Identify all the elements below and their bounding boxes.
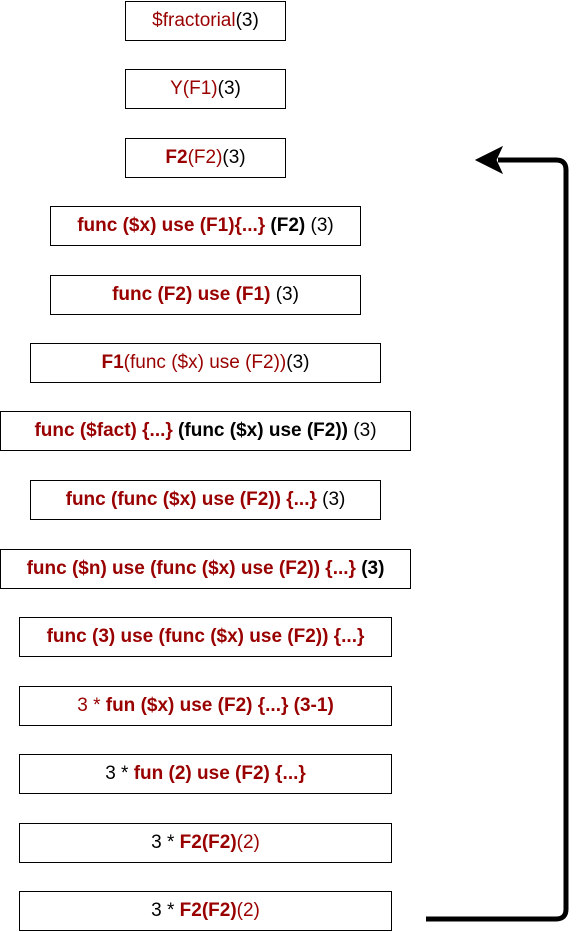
- step-text-segment: (2): [236, 832, 260, 853]
- step-text-segment: F2: [165, 147, 188, 168]
- step-text-segment: (3): [235, 10, 259, 31]
- step-text-segment: 3 *: [105, 763, 134, 784]
- step-box-func-3-use: func (3) use (func ($x) use (F2)) {...}: [19, 617, 392, 657]
- step-text-segment: (func ($x) use (F2)): [172, 420, 349, 441]
- step-box-fractorial-call: $fractorial(3): [125, 1, 286, 41]
- step-box-func-f2-use-f1: func (F2) use (F1) (3): [50, 275, 361, 315]
- step-box-func-func-x: func (func ($x) use (F2)) {...} (3): [30, 480, 381, 520]
- step-box-func-x-use-f1: func ($x) use (F1){...} (F2) (3): [50, 206, 361, 246]
- step-text-segment: func (func ($x) use (F2)) {...}: [65, 489, 317, 510]
- step-box-f1-call: F1(func ($x) use (F2))(3): [30, 343, 381, 383]
- step-text-segment: fun ($x) use (F2) {...} (3-1): [105, 695, 334, 716]
- step-text-segment: (3): [355, 558, 385, 579]
- step-text-segment: (3): [270, 284, 299, 305]
- step-box-3-times-fun-x: 3 * fun ($x) use (F2) {...} (3-1): [19, 686, 392, 726]
- step-box-func-fact: func ($fact) {...} (func ($x) use (F2)) …: [0, 411, 411, 451]
- step-text-segment: 3 *: [77, 695, 106, 716]
- step-text-segment: (func ($x) use (F2)): [123, 352, 287, 373]
- step-box-f2-self-apply: F2(F2)(3): [125, 138, 286, 178]
- step-text-segment: (F2): [265, 215, 311, 236]
- step-text-segment: (2): [236, 900, 260, 921]
- step-text-segment: func ($x) use (F1){...}: [77, 215, 266, 236]
- step-text-segment: (3): [310, 215, 334, 236]
- step-text-segment: func (F2) use (F1): [112, 284, 271, 305]
- loop-back-arrow-line: [426, 157, 569, 922]
- step-box-3-times-f2-a: 3 * F2(F2)(2): [19, 823, 392, 863]
- step-text-segment: (F2): [187, 147, 223, 168]
- step-text-segment: 3 *: [151, 900, 180, 921]
- step-text-segment: (3): [348, 420, 377, 441]
- step-text-segment: Y(F1): [170, 78, 218, 99]
- step-text-segment: (3): [217, 78, 241, 99]
- step-text-segment: fun (2) use (F2) {...}: [133, 763, 306, 784]
- step-box-y-combinator-call: Y(F1)(3): [125, 69, 286, 109]
- step-box-3-times-f2-b: 3 * F2(F2)(2): [19, 891, 392, 931]
- step-text-segment: func ($fact) {...}: [34, 420, 173, 441]
- step-text-segment: 3 *: [151, 832, 180, 853]
- arrowhead-icon: [474, 145, 504, 175]
- step-text-segment: (3): [286, 352, 310, 373]
- step-text-segment: F2(F2): [179, 832, 237, 853]
- step-text-segment: $fractorial: [152, 10, 236, 31]
- step-text-segment: (3): [222, 147, 246, 168]
- step-box-func-n-use: func ($n) use (func ($x) use (F2)) {...}…: [0, 549, 411, 589]
- step-text-segment: func ($n) use (func ($x) use (F2)) {...}: [26, 558, 356, 579]
- step-text-segment: F1: [101, 352, 124, 373]
- step-box-3-times-fun-2: 3 * fun (2) use (F2) {...}: [19, 754, 392, 794]
- step-text-segment: func (3) use (func ($x) use (F2)) {...}: [46, 626, 365, 647]
- step-text-segment: (3): [316, 489, 346, 510]
- step-text-segment: F2(F2): [179, 900, 237, 921]
